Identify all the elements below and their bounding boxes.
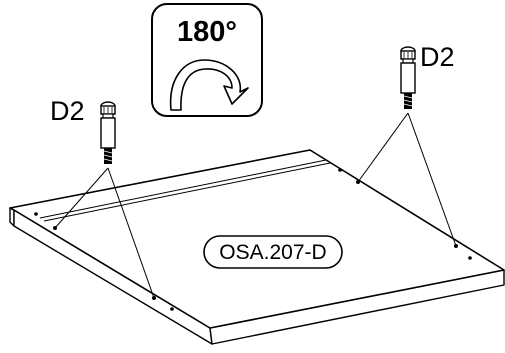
panel-hole [34, 212, 38, 216]
fastener-label-right: D2 [420, 42, 455, 72]
fastener-label-left: D2 [50, 96, 85, 126]
panel-hole [468, 256, 472, 260]
fastener-leader-lines-left [54, 167, 155, 299]
rotation-angle-label: 180° [177, 16, 237, 48]
dowel-screw-icon [400, 46, 416, 109]
panel-hole [338, 168, 342, 172]
panel-groove-line [39, 159, 327, 219]
dowel-screw-icon [100, 101, 116, 164]
panel-holes [34, 168, 472, 311]
fastener-leader-lines-right [357, 112, 457, 247]
part-code-tag: OSA.207-D [203, 235, 343, 269]
rotation-badge: 180° [151, 3, 263, 117]
leader-line [357, 112, 409, 183]
part-code-label: OSA.207-D [219, 241, 326, 264]
panel-groove-line-2 [43, 162, 331, 222]
leader-line [407, 112, 457, 247]
leader-line [54, 167, 109, 229]
rotation-badge-frame [151, 3, 263, 117]
leader-line [107, 167, 155, 299]
panel-hole [170, 307, 174, 311]
rotate-arrow-icon [169, 59, 249, 111]
part-code-frame [203, 235, 343, 269]
